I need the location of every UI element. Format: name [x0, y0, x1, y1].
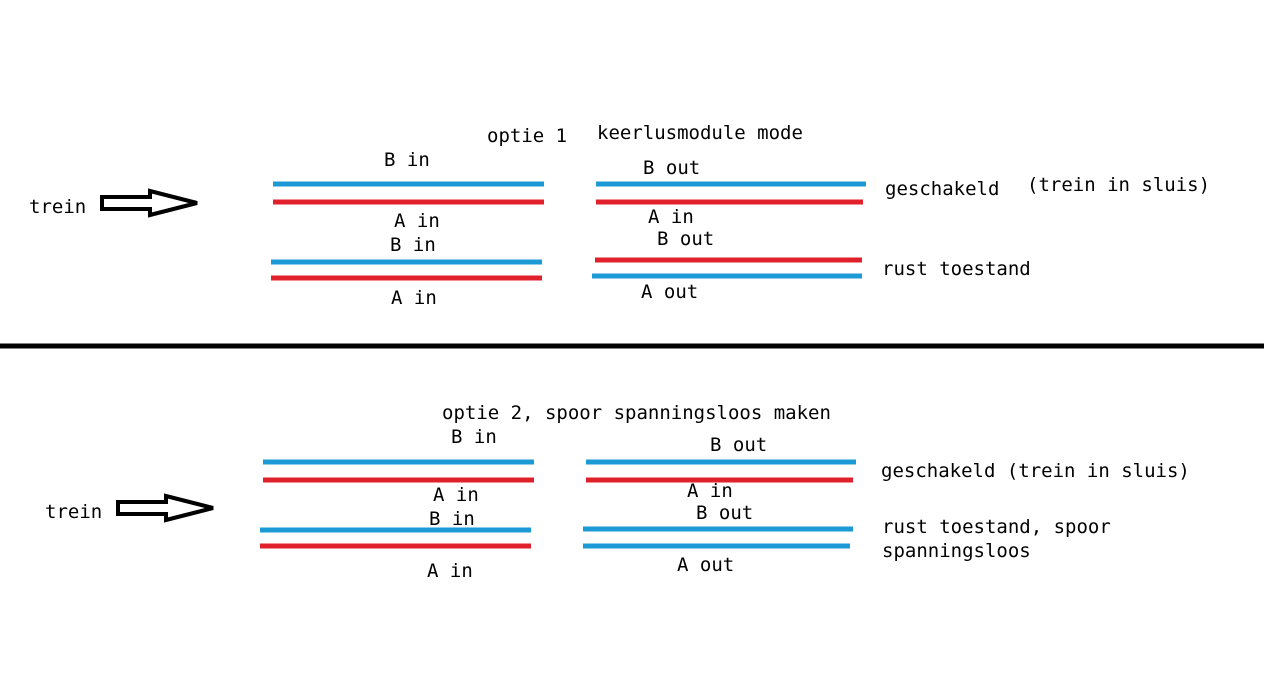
label-b-in: B in — [429, 508, 475, 530]
label-b-out: B out — [710, 434, 768, 456]
label-a-in: A in — [648, 206, 694, 228]
right-arrow-icon — [100, 188, 198, 218]
label-a-out: A out — [677, 554, 735, 576]
option2-title: optie 2, spoor spanningsloos maken — [442, 402, 831, 424]
label-a-in: A in — [391, 287, 437, 309]
label-a-in: A in — [394, 210, 440, 232]
label-b-in: B in — [384, 149, 430, 171]
right-arrow-icon — [116, 493, 214, 523]
mode-title: keerlusmodule mode — [597, 122, 803, 144]
state-rest-label-line2: spanningsloos — [882, 540, 1031, 562]
label-b-in: B in — [451, 426, 497, 448]
state-switched-label: geschakeld — [885, 178, 1000, 200]
label-b-out: B out — [657, 228, 715, 250]
train-label-top: trein — [29, 196, 87, 218]
state-rest-label: rust toestand — [882, 258, 1031, 280]
state-switched-label: geschakeld (trein in sluis) — [881, 460, 1190, 482]
label-a-in: A in — [427, 560, 473, 582]
label-a-in: A in — [687, 480, 733, 502]
label-b-in: B in — [390, 234, 436, 256]
label-a-in: A in — [433, 484, 479, 506]
label-b-out: B out — [696, 502, 754, 524]
state-switched-note: (trein in sluis) — [1027, 174, 1211, 196]
train-label-bottom: trein — [45, 501, 103, 523]
label-a-out: A out — [641, 281, 699, 303]
state-rest-label-line1: rust toestand, spoor — [882, 516, 1111, 538]
label-b-out: B out — [643, 157, 701, 179]
option1-title: optie 1 — [487, 125, 568, 147]
